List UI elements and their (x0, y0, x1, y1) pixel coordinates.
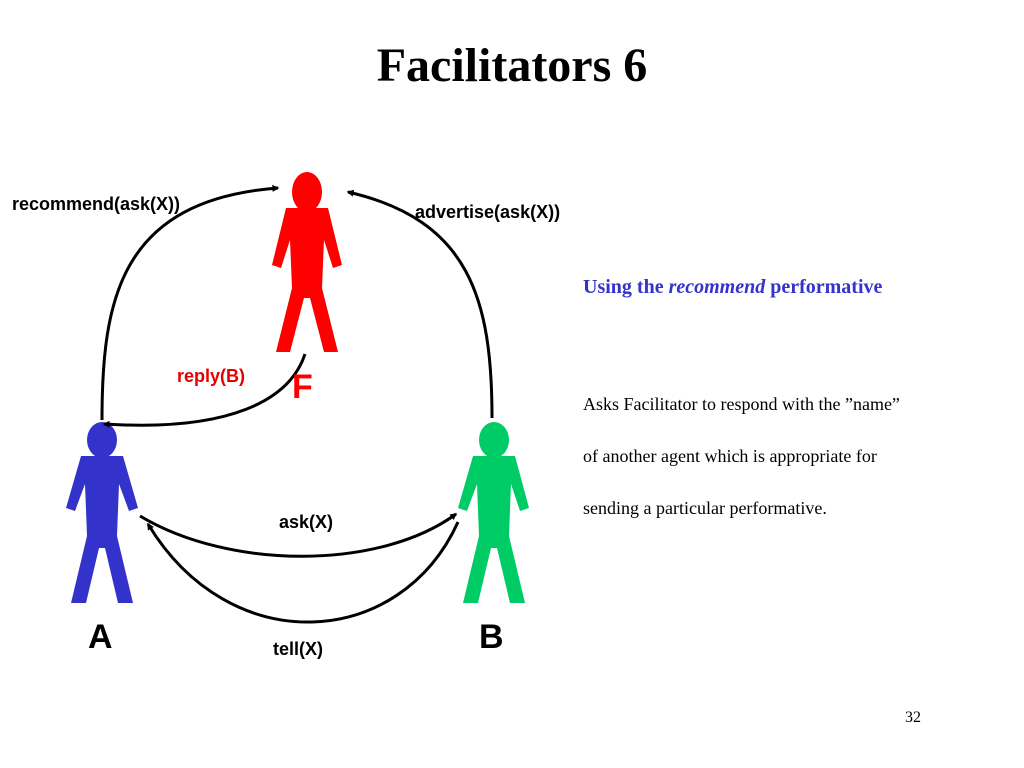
panel-description: Asks Facilitator to respond with the ”na… (583, 378, 1003, 534)
subtitle-suffix: performative (770, 276, 883, 298)
tell-arrow (146, 521, 460, 624)
recommend-arrow (100, 184, 280, 421)
page-number: 32 (905, 709, 921, 726)
reply-label: reply(B) (177, 366, 245, 386)
facilitator-figure-icon (272, 172, 342, 352)
agent-b-figure-icon (458, 422, 529, 603)
agent-a-label: A (88, 618, 113, 656)
ask-arrow (139, 512, 458, 558)
subtitle-emphasis: recommend (668, 276, 766, 298)
agent-b-label: B (479, 618, 504, 656)
ask-label: ask(X) (279, 512, 333, 532)
recommend-label: recommend(ask(X)) (12, 194, 180, 214)
advertise-label: advertise(ask(X)) (415, 202, 560, 222)
agent-a-figure-icon (66, 422, 138, 603)
tell-label: tell(X) (273, 639, 323, 659)
panel-subtitle: Using the recommend performative (583, 276, 882, 299)
slide-title: Facilitators 6 (376, 39, 648, 92)
reply-arrow (102, 353, 307, 428)
description-line: of another agent which is appropriate fo… (583, 446, 877, 466)
subtitle-prefix: Using the (583, 276, 664, 298)
advertise-arrow (346, 189, 494, 419)
facilitator-label: F (292, 368, 313, 406)
description-line: sending a particular performative. (583, 498, 827, 518)
description-line: Asks Facilitator to respond with the ”na… (583, 394, 900, 414)
